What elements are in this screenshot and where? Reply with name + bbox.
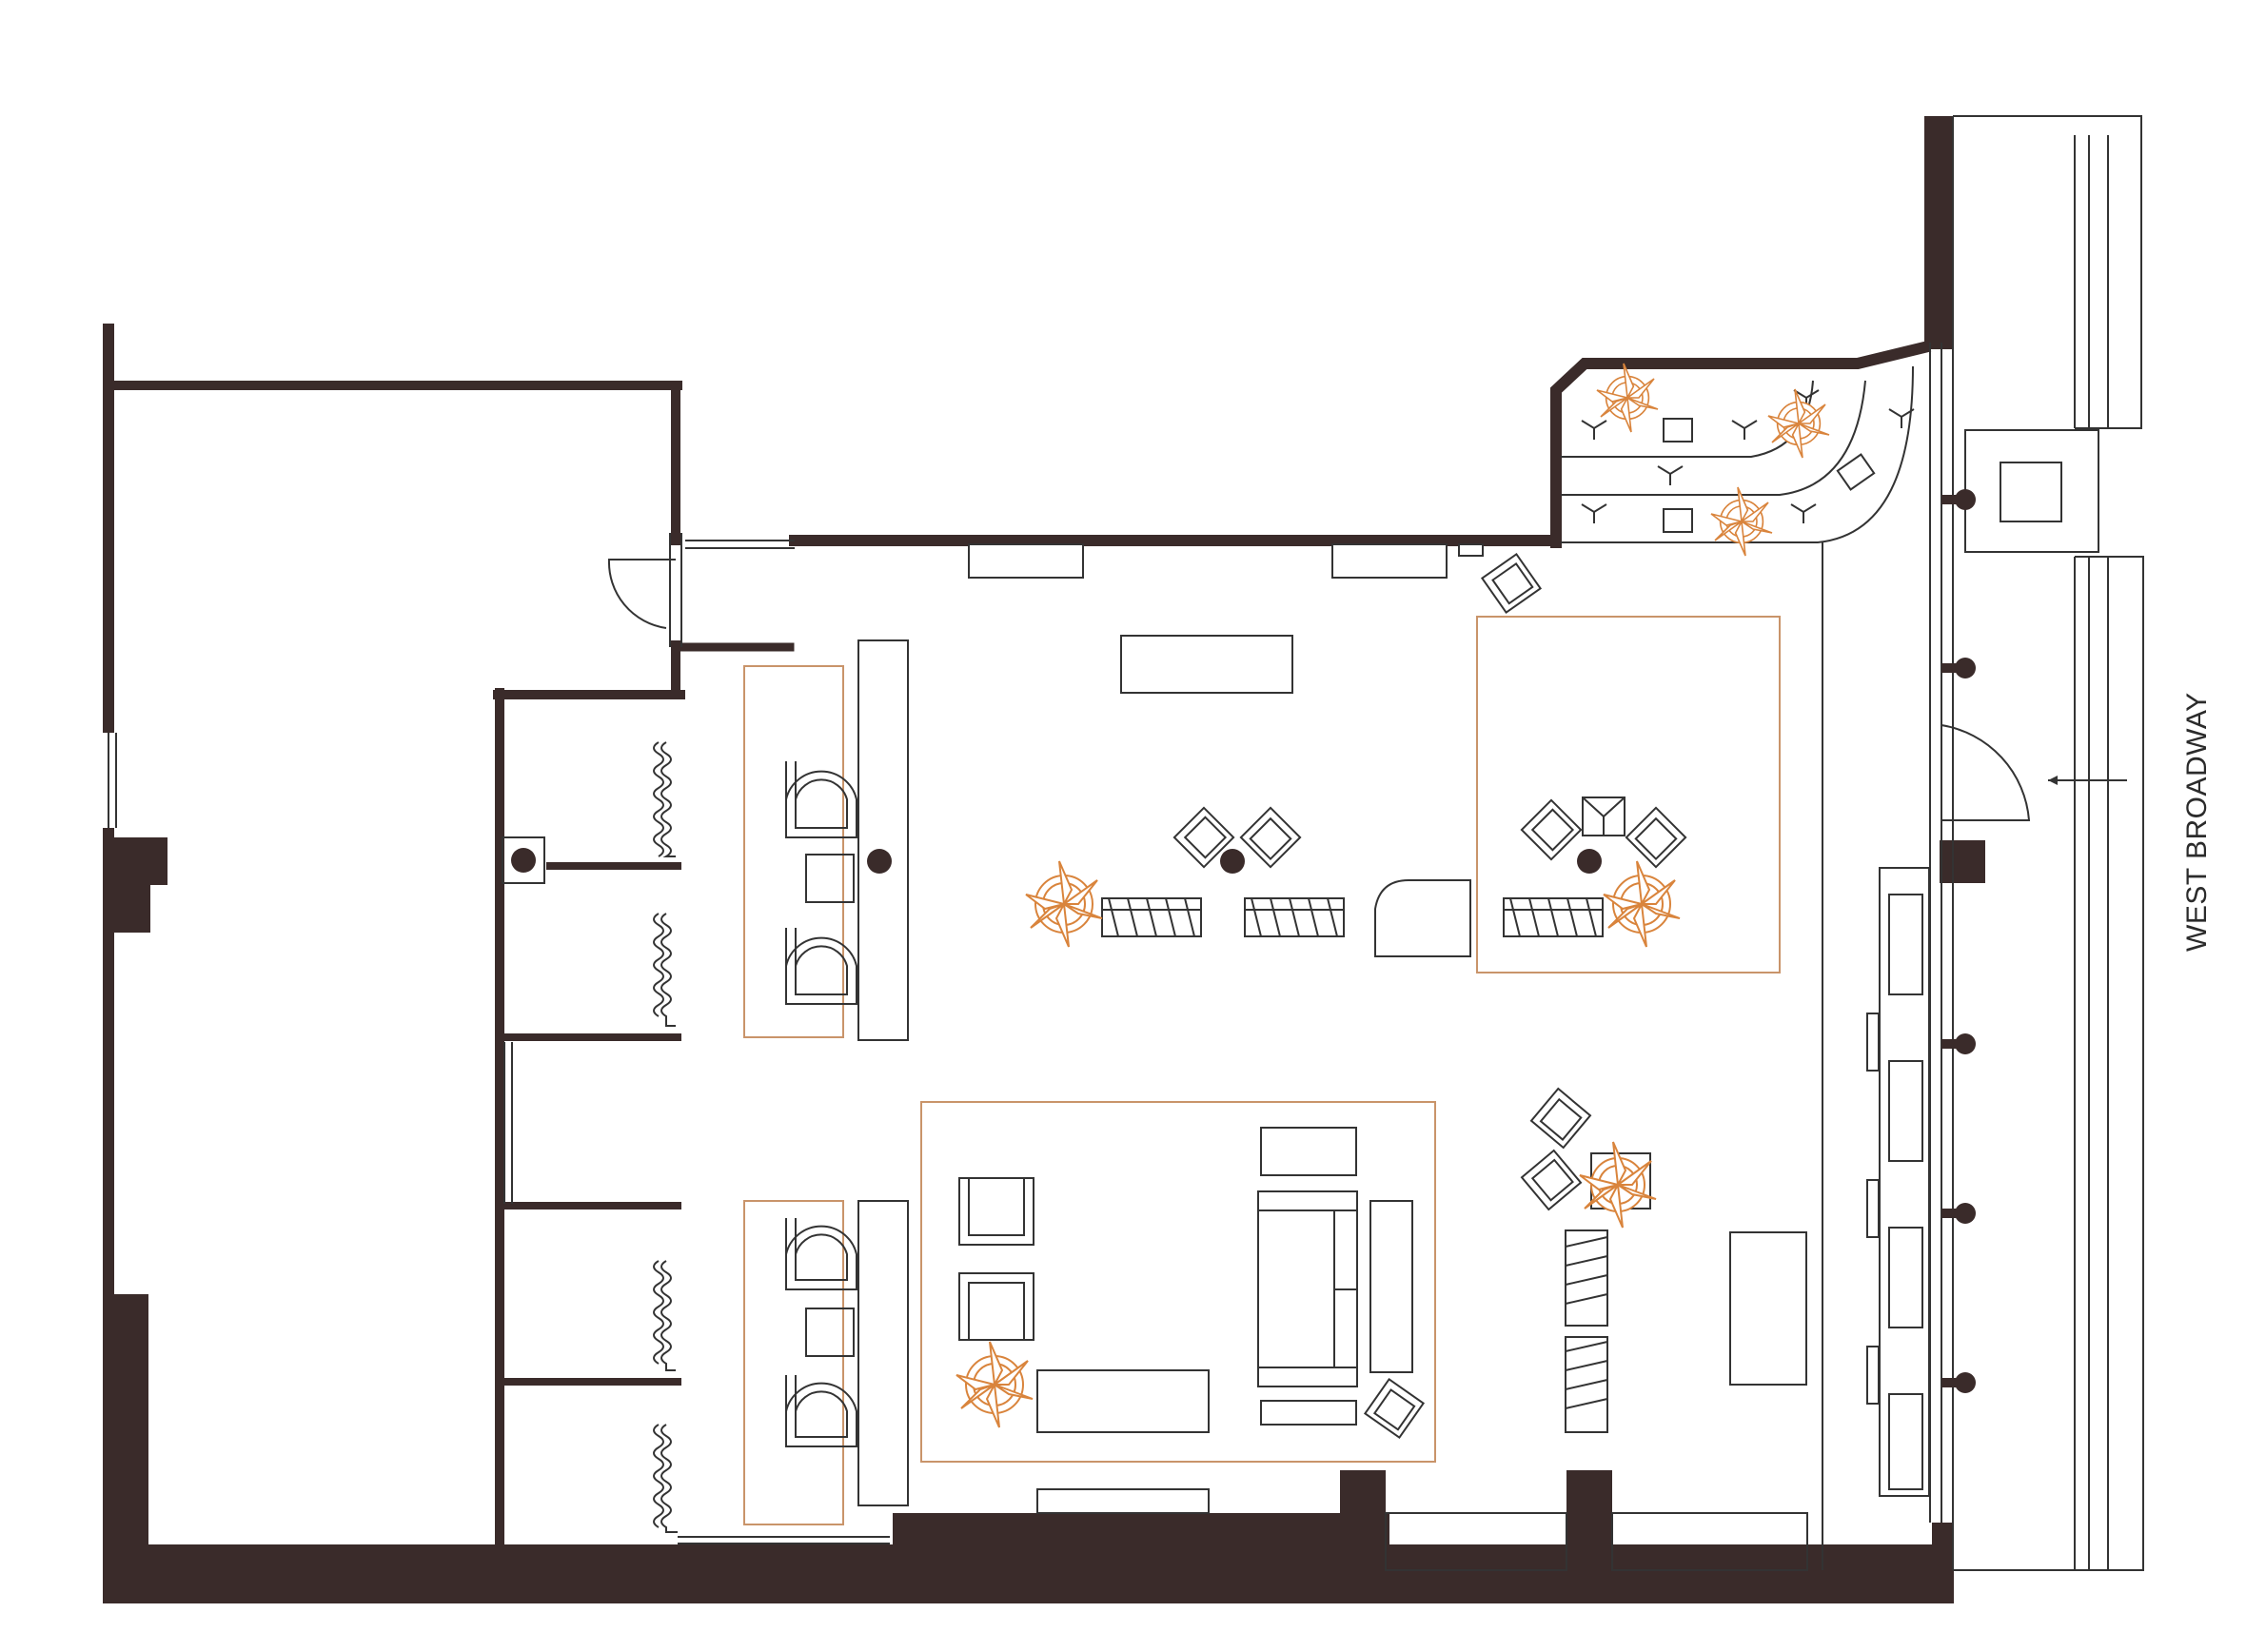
right-exterior-wall [1924,116,1953,349]
rug-upper-right [1476,616,1781,974]
left-wall-pier-2 [103,875,150,933]
lounge-chair-icon [1582,796,1625,836]
display-fixture-icon [1565,1229,1608,1327]
sofa-icon [1257,1190,1358,1387]
rug-lower-center [920,1101,1436,1463]
bottom-wall-mid [893,1513,1389,1561]
potted-plant-icon [1603,860,1681,948]
display-fixture-icon [1244,897,1345,937]
rug-fitting-upper [743,665,844,1038]
alcove-wall [1550,340,1932,548]
lounge-chair-icon [1480,552,1543,615]
lounge-chair-icon [1239,806,1302,869]
lounge-chair-icon [1529,1087,1592,1150]
lounge-chair-icon [968,1282,1025,1341]
top-niche-1 [968,543,1084,579]
left-wall-upper [103,324,114,733]
top-niche-2 [1331,543,1448,579]
side-bench [1369,1200,1413,1373]
stool-icon [785,761,857,838]
entrance-door[interactable] [1941,724,2031,821]
hanger-icon [1731,420,1758,440]
lounge-chair-icon [1520,798,1583,861]
lounge-chair-icon [1625,806,1687,869]
plants [956,363,1830,1428]
alcove-shelf-unit [1663,418,1693,442]
top-niche-3 [1458,543,1484,557]
column-icon [1941,1033,1976,1054]
potted-plant-icon [1596,363,1659,433]
street-label: WEST BROADWAY [2181,692,2213,952]
hanger-icon [1790,503,1817,523]
bottom-pier-2 [1566,1470,1612,1565]
alcove-shelf-outer [1561,365,1914,543]
lounge-chair-icon [1172,806,1235,869]
radiator-icon [653,741,676,857]
exterior-box [1964,429,2099,553]
thin-structure [108,115,2144,1571]
entrance-jamb [1940,840,1985,883]
back-room-door[interactable] [607,559,676,629]
column-icon [1941,658,1976,678]
potted-plant-icon [1025,860,1103,948]
side-table-upper [805,854,855,903]
counter-lower [857,1200,909,1506]
display-fixture-icon [1503,897,1604,937]
alcove-shelf-unit [1836,453,1876,491]
lounge-chair-icon [968,1177,1025,1236]
sidewalk-curb-bottom [1953,556,2144,1571]
column-icon [1941,1372,1976,1393]
lounge-chair-icon [1363,1377,1426,1440]
display-fixture-icon [1565,1336,1608,1433]
display-fixture-icon [1374,879,1471,957]
radiator-icon [653,1424,678,1533]
hanger-icon [1888,408,1915,428]
stool-icon [785,1375,857,1447]
display-fixture-icon [1120,635,1293,694]
potted-plant-icon [956,1341,1034,1428]
rug-fitting-lower [743,1200,844,1525]
sidewalk-curb-top [1953,115,2142,429]
stool-icon [785,1218,857,1290]
column-icon [502,836,545,884]
bottom-niche-1 [1036,1488,1210,1514]
column-icon [1941,1203,1976,1224]
bottom-console [1260,1400,1357,1426]
top-console [1260,1127,1357,1176]
bottom-right-corner [1932,1523,1953,1570]
furniture [502,389,1976,1533]
bottom-pier-1 [1340,1470,1386,1537]
stool-icon [785,928,857,1005]
hanger-icon [1581,503,1607,523]
hanger-icon [1657,465,1684,485]
column-icon [1941,489,1976,510]
counter-upper [857,639,909,1041]
lounge-chair-icon [1520,1149,1583,1211]
column-icon [867,849,892,874]
alcove-shelf-mid [1561,380,1866,496]
column-icon [1220,849,1245,874]
bottom-bay-1 [1385,1512,1567,1571]
potted-plant-icon [1767,388,1830,459]
bottom-bay-2 [1611,1512,1808,1571]
display-fixture-icon [1101,897,1202,937]
display-fixture-icon [1729,1231,1807,1386]
side-table-lower [805,1308,855,1357]
column-icon [1577,849,1602,874]
arrow-left-icon [2048,776,2058,785]
display-fixture-icon [1866,867,1930,1497]
radiator-icon [653,913,676,1027]
radiator-icon [653,1260,676,1371]
alcove-shelf-unit [1663,508,1693,533]
walls [103,116,1985,1603]
hanger-icon [1581,420,1607,440]
potted-plant-icon [1579,1141,1657,1229]
rugs [743,616,1781,1525]
potted-plant-icon [1710,486,1773,557]
exterior-box-inner [2000,462,2062,522]
coffee-table [1036,1369,1210,1433]
